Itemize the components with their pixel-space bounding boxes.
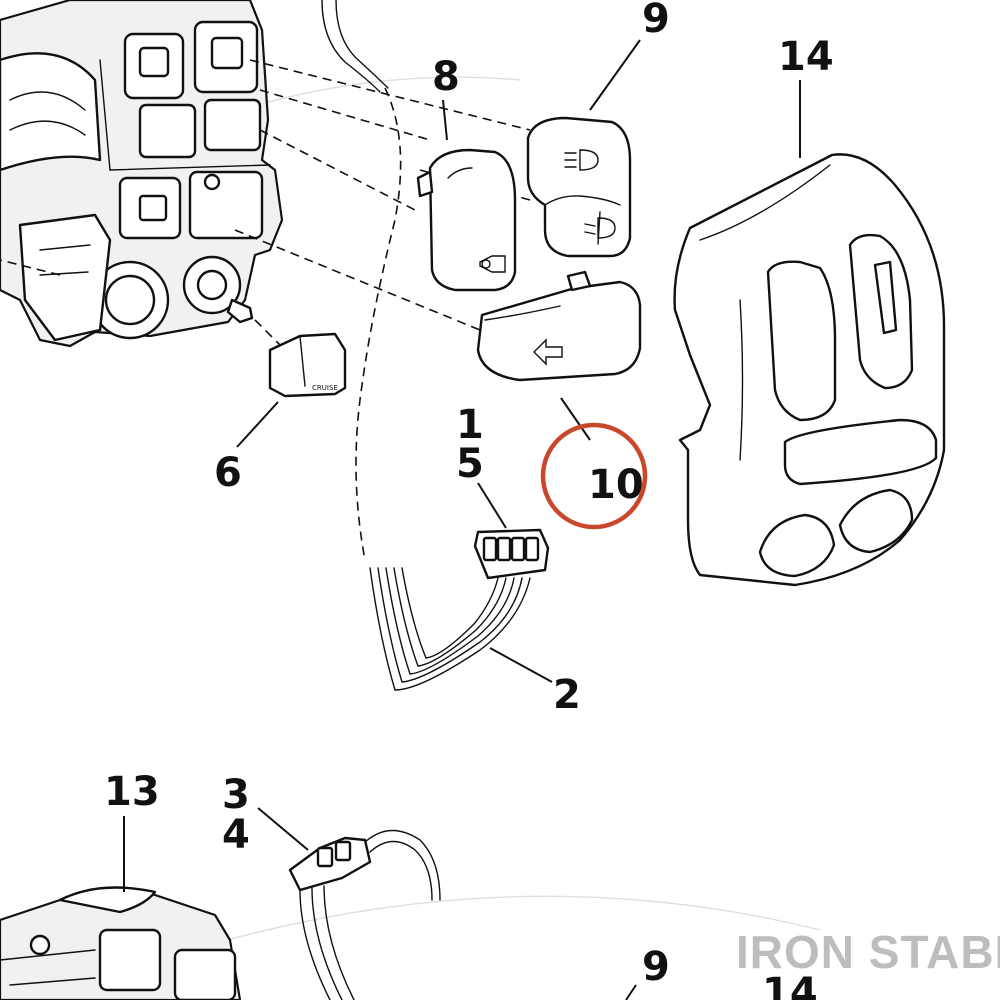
cruise-switch-cap: CRUISE bbox=[268, 332, 347, 398]
callout-8: 8 bbox=[432, 54, 460, 100]
wire-harness bbox=[369, 567, 531, 691]
callout-10: 10 bbox=[588, 462, 644, 508]
callout-14-bottom: 14 bbox=[762, 970, 818, 1000]
switch-housing-cover bbox=[673, 153, 946, 587]
high-beam-icon bbox=[564, 149, 599, 171]
callout-3: 3 bbox=[222, 772, 250, 818]
brand-watermark: IRON STABLE bbox=[736, 926, 1000, 978]
turn-signal-left-arrow-icon bbox=[533, 338, 563, 366]
callout-6: 6 bbox=[214, 450, 242, 496]
lower-switch-housing-assembly bbox=[0, 886, 242, 1000]
cruise-cap-label: CRUISE bbox=[312, 384, 338, 392]
callout-2: 2 bbox=[553, 672, 581, 718]
callout-4: 4 bbox=[222, 812, 250, 858]
horn-icon bbox=[479, 255, 506, 273]
low-beam-icon bbox=[584, 211, 616, 245]
wire-harness-connector bbox=[473, 528, 550, 580]
callout-13: 13 bbox=[104, 769, 160, 815]
callout-9-top: 9 bbox=[642, 0, 670, 42]
leader-lines bbox=[123, 39, 801, 1000]
lower-wire-harness-connector bbox=[288, 829, 441, 1000]
callout-9-bottom: 9 bbox=[642, 944, 670, 990]
callout-numbers: 8 9 14 6 1 5 10 2 13 3 4 9 14 bbox=[104, 0, 834, 1000]
horn-switch-cap bbox=[416, 148, 517, 292]
callout-1: 1 bbox=[456, 402, 484, 448]
wire-harness-routing bbox=[321, 0, 402, 561]
switch-housing-assembly bbox=[0, 0, 284, 348]
callout-5: 5 bbox=[456, 441, 484, 487]
headlamp-switch-cap bbox=[526, 116, 632, 258]
callout-14-top: 14 bbox=[778, 34, 834, 80]
highlight-ring-callout-10 bbox=[540, 422, 648, 530]
turn-signal-switch-cap bbox=[476, 270, 642, 382]
